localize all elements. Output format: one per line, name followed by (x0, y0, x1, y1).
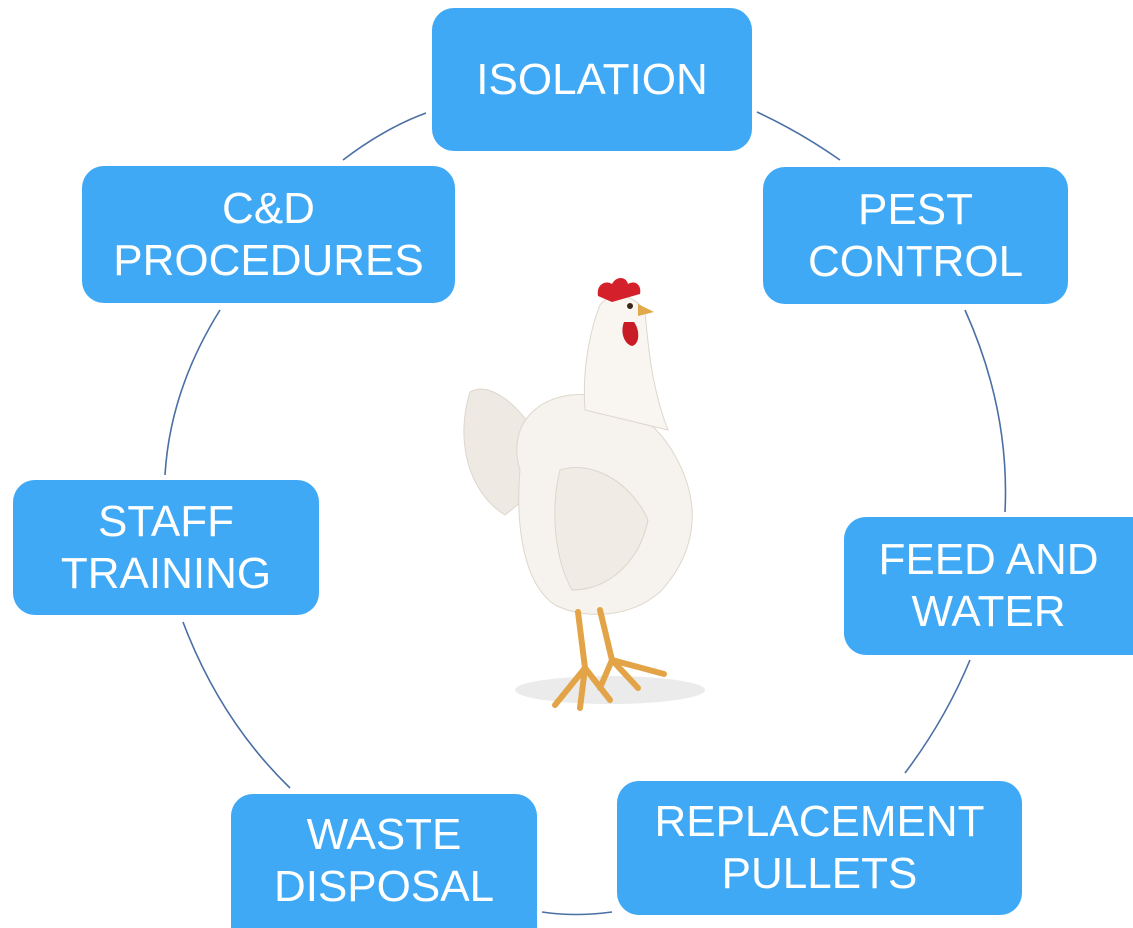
node-cd-line-2: PROCEDURES (113, 235, 424, 285)
node-pest-control-line-1: PEST (858, 184, 973, 234)
node-staff-training: STAFF TRAINING (13, 480, 319, 615)
ring-arc-pest-feed (964, 309, 1007, 513)
node-pest-control-line-2: CONTROL (807, 236, 1024, 286)
ring-arc-cd-isolation (342, 112, 427, 161)
node-waste-line-2: DISPOSAL (273, 862, 495, 911)
node-waste-line-1: WASTE (306, 810, 462, 859)
ring-arc-staff-cd (164, 309, 221, 476)
node-cd-line-1: C&D (222, 183, 315, 233)
ring-arc-waste-staff (182, 621, 291, 789)
node-pest-control: PEST CONTROL (763, 167, 1068, 304)
node-replacement-pullets: REPLACEMENT PULLETS (617, 781, 1022, 915)
node-waste-disposal: WASTE DISPOSAL (231, 794, 537, 928)
hen-eye (627, 303, 633, 309)
hen-neck (583, 295, 669, 431)
ring-arc-isolation-pest (756, 111, 841, 161)
hen-wing (554, 466, 649, 591)
node-pullets-line-2: PULLETS (721, 849, 918, 898)
hen-legs (552, 607, 667, 711)
ring-arc-pullets-waste (541, 911, 613, 916)
node-feed-and-water: FEED AND WATER (844, 517, 1133, 655)
node-staff-line-2: TRAINING (60, 548, 272, 598)
node-feed-line-2: WATER (911, 587, 1066, 636)
hen-illustration (463, 278, 705, 711)
node-feed-line-1: FEED AND (878, 535, 1099, 584)
node-isolation: ISOLATION (432, 8, 752, 151)
ring-arc-feed-pullets (904, 659, 971, 774)
hen-comb (597, 278, 641, 302)
hen-beak (638, 304, 654, 316)
hen-wattle (622, 322, 639, 346)
node-staff-line-1: STAFF (97, 496, 235, 546)
node-cd-procedures: C&D PROCEDURES (82, 166, 455, 303)
node-pullets-line-1: REPLACEMENT (654, 797, 985, 846)
node-isolation-label: ISOLATION (476, 54, 708, 104)
